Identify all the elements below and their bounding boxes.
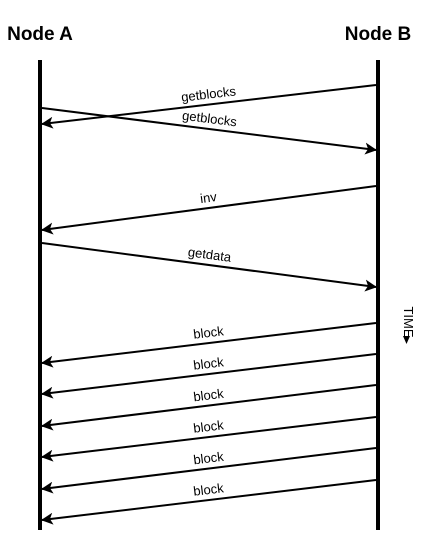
- message-inv: inv: [41, 185, 377, 235]
- time-label: TIME: [401, 306, 416, 337]
- node-b-title: Node B: [345, 24, 412, 45]
- message-arrow: [41, 185, 377, 235]
- node-a-title: Node A: [7, 24, 73, 45]
- message-arrow: [41, 384, 377, 431]
- time-arrow-icon: [403, 336, 410, 344]
- message-label: block: [192, 386, 224, 405]
- message-arrow: [41, 84, 377, 129]
- message-label: inv: [199, 189, 218, 206]
- message-label: block: [193, 480, 225, 499]
- message-arrow: [41, 416, 377, 462]
- message-label: getblocks: [180, 83, 237, 104]
- message-arrow: [41, 479, 377, 525]
- message-block: block: [41, 353, 377, 399]
- message-getblocks: getblocks: [41, 107, 377, 155]
- message-arrow: [41, 353, 377, 399]
- message-arrow: [41, 322, 377, 368]
- message-block: block: [41, 447, 377, 494]
- message-block: block: [41, 322, 377, 368]
- message-label: block: [193, 354, 225, 373]
- message-label: block: [193, 323, 225, 342]
- message-label: getdata: [187, 244, 233, 265]
- message-block: block: [41, 479, 377, 525]
- message-arrow: [41, 447, 377, 494]
- message-block: block: [41, 384, 377, 431]
- message-arrow: [41, 107, 377, 155]
- message-getblocks: getblocks: [41, 83, 377, 129]
- message-label: block: [193, 417, 225, 436]
- message-getdata: getdata: [41, 242, 377, 292]
- message-list: getblocks getblocks inv getdata block block bl…: [41, 83, 377, 525]
- time-indicator: TIME: [401, 306, 416, 344]
- message-label: getblocks: [181, 108, 238, 130]
- message-label: block: [192, 449, 224, 468]
- message-arrow: [41, 242, 377, 292]
- message-block: block: [41, 416, 377, 462]
